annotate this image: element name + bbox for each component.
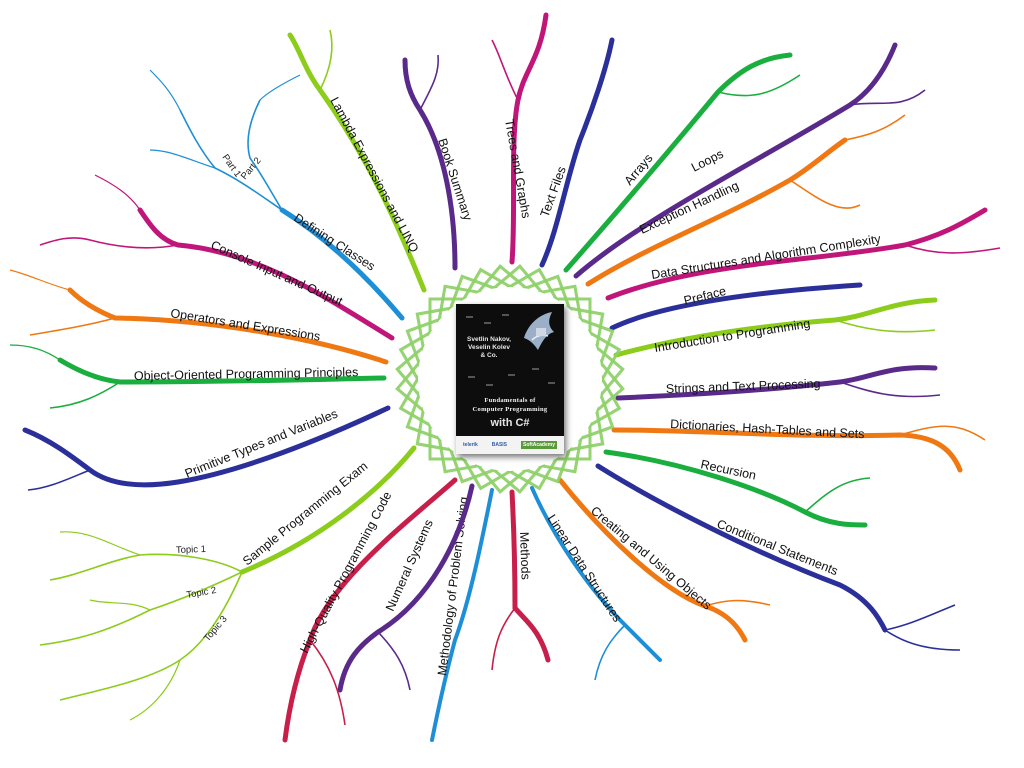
sub-label-part-2: Part 2 (239, 155, 264, 181)
book-cover-image[interactable]: Svetlin Nakov, Veselin Kolev & Co. Funda… (456, 304, 564, 454)
branch-label: Data Structures and Algorithm Complexity (650, 232, 882, 282)
branch-label: Trees and Graphs (502, 118, 533, 219)
branch-trees-and-graphs[interactable]: Trees and Graphs (491, 12, 549, 265)
branch-label: Methods (517, 532, 533, 580)
branch-operators[interactable]: Operators and Expressions (9, 269, 389, 365)
branch-methods[interactable]: Methods (491, 489, 551, 671)
branch-label: Defining Classes (291, 211, 377, 274)
basis-logo: BASIS (491, 442, 508, 448)
branch-label: Dictionaries, Hash-Tables and Sets (670, 417, 865, 441)
cover-language: with C# (490, 417, 530, 429)
branch-label: Loops (689, 147, 726, 175)
cover-author-1: Svetlin Nakov, (467, 336, 511, 343)
branch-oop[interactable]: Object-Oriented Programming Principles (9, 344, 387, 409)
branch-label: Book Summary (435, 137, 475, 223)
branch-sample-exam[interactable]: Sample Programming Exam Topic 1 Topic 2 … (39, 445, 417, 721)
cover-authors: Svetlin Nakov, Veselin Kolev & Co. (464, 336, 514, 360)
telerik-logo: telerik (463, 442, 478, 448)
branch-label: Numeral Systems (383, 517, 436, 613)
branch-label: Primitive Types and Variables (183, 407, 340, 481)
branch-defining-classes[interactable]: Defining Classes Part 1 Part 2 (149, 69, 405, 321)
branch-label: Lambda Expressions and LINQ (327, 95, 421, 255)
shark-logo-icon (524, 312, 554, 350)
cover-logo-strip: telerik BASIS SoftAcademy (456, 436, 564, 454)
cover-title: Fundamentals of Computer Programming (456, 396, 564, 414)
branch-hq-code[interactable]: High-Quality Programming Code (282, 477, 458, 743)
branch-label: Introduction to Programming (653, 316, 811, 355)
branch-label: Strings and Text Processing (666, 377, 821, 396)
cover-title-line-1: Fundamentals of (484, 397, 536, 404)
branch-label: Object-Oriented Programming Principles (134, 365, 359, 383)
branch-label: Conditional Statements (715, 517, 840, 578)
branch-strings[interactable]: Strings and Text Processing (615, 365, 941, 401)
softacademy-logo: SoftAcademy (521, 441, 557, 449)
cover-title-line-2: Computer Programming (472, 406, 548, 413)
branch-label: Exception Handling (637, 178, 741, 236)
sub-label-topic-1: Topic 1 (176, 544, 206, 556)
branch-recursion[interactable]: Recursion (603, 449, 871, 528)
branch-primitive[interactable]: Primitive Types and Variables (22, 405, 391, 491)
cover-author-3: & Co. (480, 352, 498, 359)
sub-label-topic-2: Topic 2 (186, 585, 218, 601)
sub-label-topic-3: Topic 3 (202, 614, 230, 644)
cover-author-2: Veselin Kolev (468, 344, 510, 351)
branch-label: Console Input and Output (209, 238, 345, 309)
